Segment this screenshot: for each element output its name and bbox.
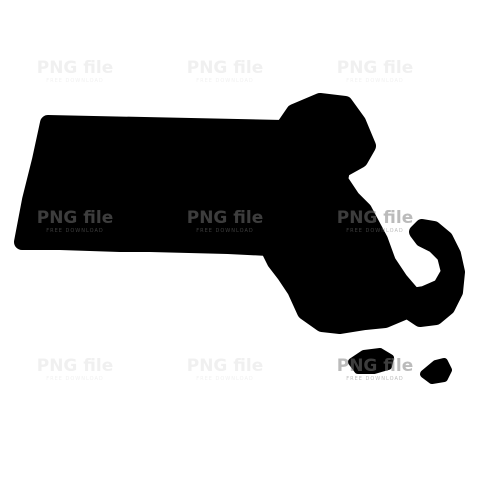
region-marthas-vineyard: [348, 348, 394, 374]
region-cape-cod: [398, 219, 465, 327]
region-mainland: [14, 93, 422, 334]
region-nantucket: [420, 358, 452, 384]
